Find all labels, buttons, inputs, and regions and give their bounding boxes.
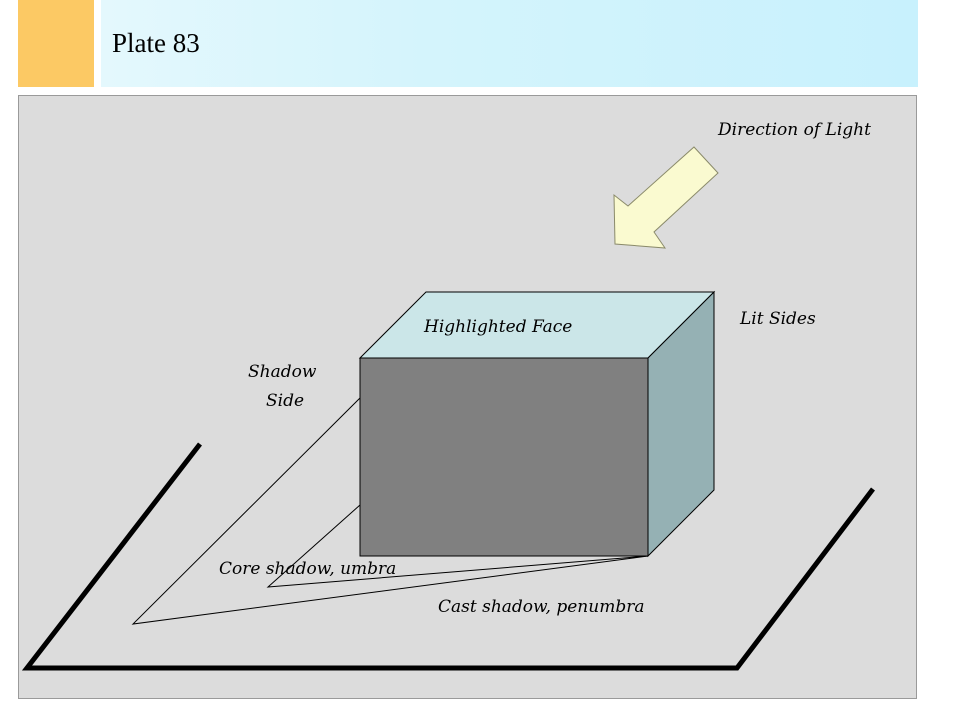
ground-plane-outline (21, 442, 875, 671)
header-accent-block (18, 0, 94, 87)
label-cast-shadow: Cast shadow, penumbra (438, 597, 644, 617)
core-shadow-outline (266, 504, 649, 588)
label-lit-sides: Lit Sides (739, 309, 816, 329)
light-direction-arrow (613, 146, 719, 249)
slide-title: Plate 83 (112, 28, 200, 58)
label-shadow-side-line2: Side (266, 391, 304, 411)
label-core-shadow: Core shadow, umbra (219, 559, 396, 579)
header-bar (101, 0, 918, 87)
label-direction-of-light: Direction of Light (717, 120, 871, 140)
diagram-panel (18, 95, 917, 699)
box-front-face (359, 357, 649, 557)
label-highlighted-face: Highlighted Face (423, 317, 572, 337)
cast-shadow-outline (131, 397, 649, 625)
label-shadow-side-line1: Shadow (248, 362, 317, 382)
